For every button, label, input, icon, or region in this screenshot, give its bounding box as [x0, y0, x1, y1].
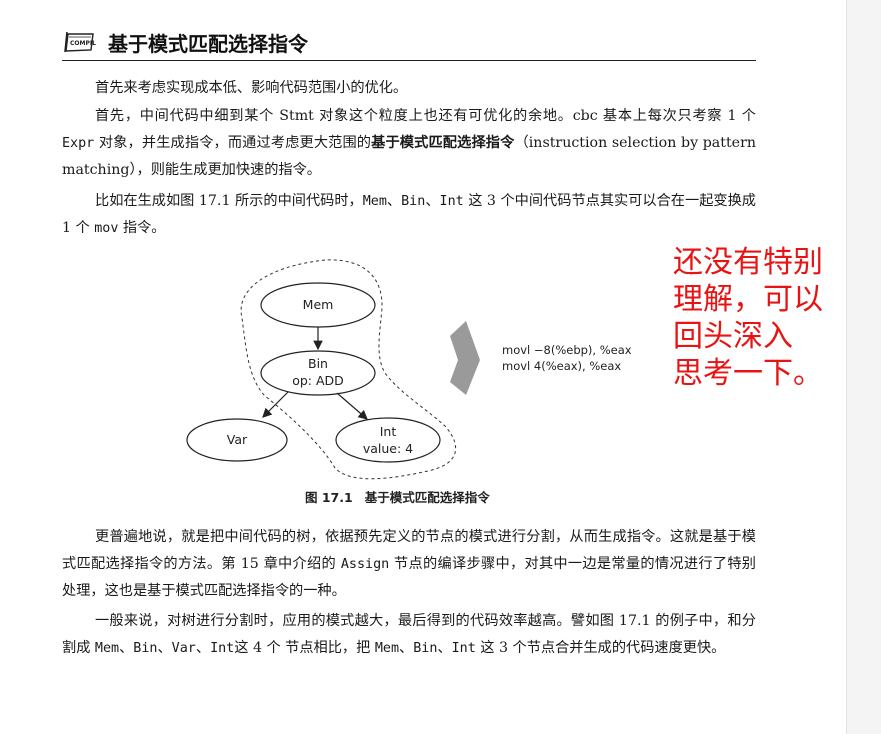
separator: 、: [399, 640, 414, 656]
code-expr: Expr: [62, 136, 95, 151]
paragraph-2: 首先，中间代码中细到某个 Stmt 对象这个粒度上也还有可优化的余地。cbc 基…: [62, 103, 756, 184]
section-title: 基于模式匹配选择指令: [108, 32, 308, 56]
code-line-1: movl −8(%ebp), %eax: [502, 343, 632, 357]
node-int-label: Int: [380, 424, 397, 439]
figure-number: 图 17.1: [305, 490, 353, 505]
paragraph-2-text-c: （instruction selection by pattern matchi…: [62, 135, 756, 178]
annotation-line-1: 还没有特别: [673, 245, 823, 280]
paragraph-3: 比如在生成如图 17.1 所示的中间代码时，Mem、Bin、Int 这 3 个中…: [62, 188, 756, 242]
node-bin-op: op: ADD: [292, 373, 344, 388]
paragraph-3-text-c: 指令。: [118, 220, 166, 236]
code-mem: Mem: [94, 641, 120, 656]
bold-term: 基于模式匹配选择指令: [371, 135, 515, 151]
code-int: Int: [451, 641, 476, 656]
paragraph-5-text-b: 这 4 个 节点相比，把: [234, 640, 375, 656]
pattern-group-outline: [240, 259, 457, 480]
separator: 、: [425, 193, 440, 209]
edge-bin-var: [262, 391, 289, 418]
scrollbar[interactable]: [846, 0, 881, 734]
paragraph-5-text-a: 一般来说，对树进行分割时，应用的模式越大，最后得到的代码效率越高。譬如图 17.…: [62, 613, 756, 656]
node-mem-label: Mem: [303, 297, 334, 312]
code-bin: Bin: [133, 641, 158, 656]
paragraph-2-text-a: 首先，中间代码中细到某个 Stmt 对象这个粒度上也还有可优化的余地。cbc 基…: [95, 108, 756, 124]
paragraph-3-text-a: 比如在生成如图 17.1 所示的中间代码时，: [95, 193, 363, 209]
code-int: Int: [439, 194, 464, 209]
section-heading: COMPILER 基于模式匹配选择指令: [62, 26, 756, 61]
separator: 、: [119, 640, 134, 656]
annotation-line-2: 理解，可以: [673, 282, 823, 317]
paragraph-4: 更普遍地说，就是把中间代码的树，依据预先定义的节点的模式进行分割，从而生成指令。…: [62, 524, 756, 605]
paragraph-5-text-c: 这 3 个节点合并生成的代码速度更快。: [475, 640, 726, 656]
paragraph-4-text-b: 节点的编译步骤中，对其中一边是常量的情况进行了特别处理，这也是基于模式匹配选择指…: [62, 556, 756, 599]
figure-caption: 图 17.1 基于模式匹配选择指令: [305, 487, 490, 506]
paragraph-1: 首先来考虑实现成本低、影响代码范围小的优化。: [95, 80, 408, 96]
code-mem: Mem: [374, 641, 400, 656]
annotation-line-3: 回头深入: [673, 319, 793, 354]
document-page: COMPILER 基于模式匹配选择指令 首先来考虑实现成本低、影响代码范围小的优…: [0, 0, 846, 734]
separator: 、: [386, 193, 402, 209]
compiler-flag-icon: COMPILER: [64, 31, 96, 53]
code-assign: Assign: [340, 557, 390, 572]
code-mem: Mem: [362, 194, 387, 209]
figure-caption-text: 基于模式匹配选择指令: [364, 490, 490, 505]
node-var-label: Var: [227, 432, 248, 447]
edge-bin-int: [336, 392, 368, 420]
figure-17-1-diagram: Mem Bin op: ADD Var Int value: 4: [186, 259, 480, 480]
paragraph-5: 一般来说，对树进行分割时，应用的模式越大，最后得到的代码效率越高。譬如图 17.…: [62, 608, 756, 662]
transform-arrow-icon: [450, 321, 480, 395]
node-int: [335, 417, 441, 463]
paragraph-4-text-a: 更普遍地说，就是把中间代码的树，依据预先定义的节点的模式进行分割，从而生成指令。…: [62, 529, 756, 572]
handwritten-annotation: 还没有特别 理解，可以 回头深入 思考一下。: [673, 244, 838, 392]
paragraph-3-text-b: 这 3 个中间代码节点其实可以合在一起变换成 1 个: [62, 193, 756, 236]
svg-text:COMPILER: COMPILER: [70, 40, 96, 47]
annotation-line-4: 思考一下。: [673, 356, 823, 391]
code-bin: Bin: [413, 641, 438, 656]
code-line-2: movl 4(%eax), %eax: [502, 359, 622, 373]
separator: 、: [157, 640, 172, 656]
node-bin-label: Bin: [308, 356, 328, 371]
node-var: [186, 418, 288, 462]
generated-code: movl −8(%ebp), %eax movl 4(%eax), %eax: [502, 342, 632, 374]
node-bin: [260, 350, 376, 396]
code-var: Var: [171, 641, 196, 656]
separator: 、: [437, 640, 452, 656]
node-int-value: value: 4: [363, 441, 413, 456]
code-int: Int: [210, 641, 235, 656]
code-mov: mov: [94, 221, 119, 236]
code-bin: Bin: [401, 194, 426, 209]
separator: 、: [195, 640, 211, 656]
paragraph-2-text-b: 对象，并生成指令，而通过考虑更大范围的: [94, 135, 372, 151]
